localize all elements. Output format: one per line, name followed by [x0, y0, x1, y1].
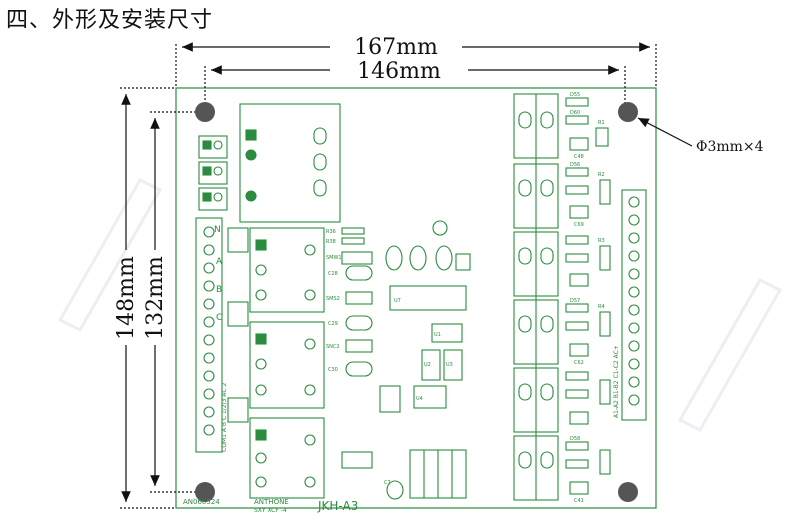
part-d60: D60 [570, 110, 580, 116]
mounting-holes [195, 102, 638, 502]
part-d58: D58 [570, 436, 580, 442]
part-c48: C48 [574, 154, 584, 160]
part-smw1: SMW1 [326, 255, 342, 261]
part-c62: C62 [574, 360, 584, 366]
part-c41: C41 [574, 498, 584, 504]
dim-hole-height [150, 111, 200, 493]
terminal-right-label: A1-A2 B1-B2 C1-C2 AC+ [613, 345, 620, 418]
part-d56: D56 [570, 162, 580, 168]
overall-height-label: 148mm [114, 256, 139, 340]
page-title: 四、外形及安装尺寸 [6, 8, 214, 33]
part-u7: U7 [394, 298, 401, 304]
connector-letter-a: A [216, 257, 223, 267]
part-d55: D55 [570, 92, 580, 98]
part-r4: R4 [598, 304, 605, 310]
part-u3: U3 [446, 362, 453, 368]
hole-height-label: 132mm [143, 256, 168, 340]
part-c29: C29 [328, 321, 338, 327]
part-r2: R2 [598, 172, 605, 178]
pcb-components [195, 93, 647, 501]
hole-note-label: Φ3mm×4 [696, 139, 764, 155]
part-r36: R36 [326, 229, 336, 235]
part-u2: U2 [424, 362, 431, 368]
hole-leader [637, 117, 693, 147]
terminal-left-label: COM1 A B C 1/2/3 AC 2 [221, 383, 228, 452]
part-c28: C28 [328, 271, 338, 277]
connector-letter-b: B [216, 285, 222, 295]
part-r3: R3 [598, 238, 605, 244]
part-u1: U1 [434, 332, 441, 338]
connector-letter-n: N [214, 225, 221, 235]
board-name-label: JKH-A3 [317, 499, 358, 513]
part-r1: R1 [598, 120, 605, 126]
product-code-label: AN060524 [183, 498, 220, 506]
part-r38: R38 [326, 239, 336, 245]
part-c7: C7 [384, 480, 391, 486]
dim-overall-height [120, 87, 174, 509]
brand-label: ANTHONE [254, 498, 289, 506]
part-snc2: SNC2 [326, 344, 340, 350]
part-c30: C30 [328, 367, 338, 373]
overall-width-label: 167mm [354, 35, 438, 60]
dim-hole-width [204, 64, 626, 108]
connector-letter-c: C [216, 313, 222, 323]
hole-width-label: 146mm [357, 59, 441, 84]
relay-model-label: SXY XCF -4 [254, 507, 287, 514]
part-d57: D57 [570, 298, 580, 304]
part-u4: U4 [416, 396, 423, 402]
part-c69: C69 [574, 222, 584, 228]
part-sms2: SMS2 [326, 296, 340, 302]
dim-overall-width [175, 42, 657, 86]
